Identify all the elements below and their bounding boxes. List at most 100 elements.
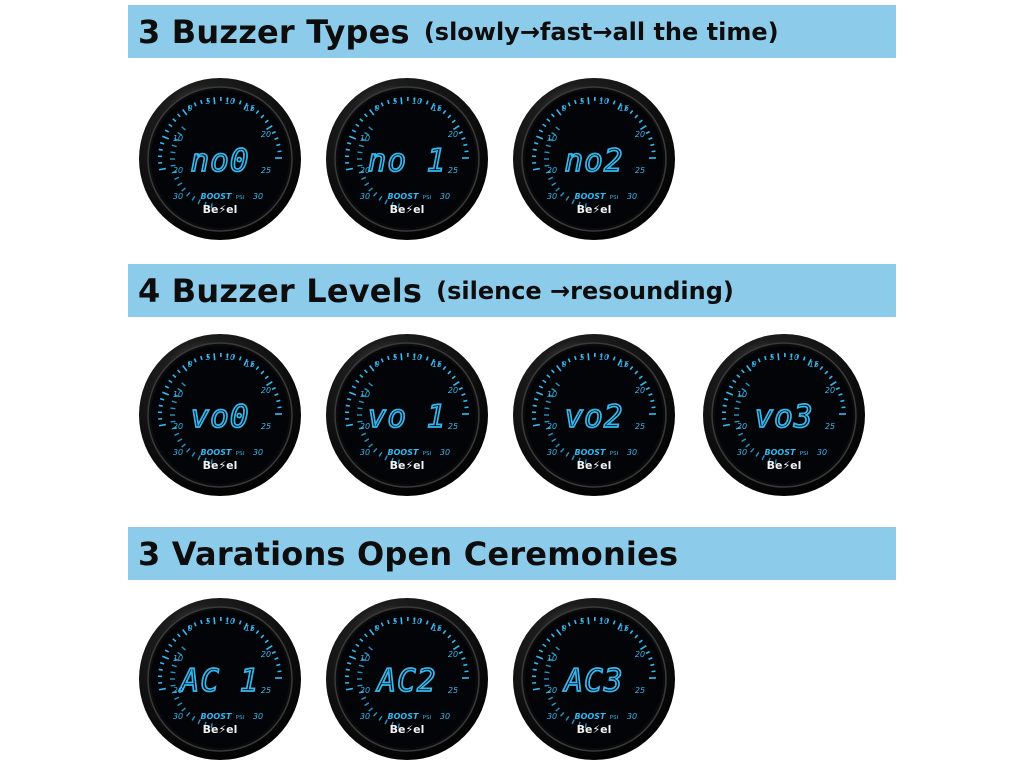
scale-label: 30 xyxy=(440,192,450,201)
scale-label: 25 xyxy=(448,422,458,431)
scale-label: 30 xyxy=(173,448,183,457)
scale-label: 10 xyxy=(789,353,799,362)
scale-label: 30 xyxy=(737,448,747,457)
scale-label: 10 xyxy=(173,134,183,143)
scale-label: 5 xyxy=(579,97,584,106)
scale-label: 30 xyxy=(547,192,557,201)
unit-label: PSI xyxy=(423,715,432,721)
scale-label: 20 xyxy=(173,686,183,695)
boost-label: BOOST xyxy=(575,448,606,457)
section-banner-open-ceremonies: 3 Varations Open Ceremonies xyxy=(128,527,896,580)
scale-label: 25 xyxy=(261,166,271,175)
scale-label: 5 xyxy=(392,617,397,626)
scale-label: 5 xyxy=(769,353,774,362)
scale-label: 20 xyxy=(737,422,747,431)
section-banner-buzzer-types: 3 Buzzer Types (slowly→fast→all the time… xyxy=(128,5,896,58)
scale-label: 15 xyxy=(245,624,255,633)
scale-label: 20 xyxy=(173,422,183,431)
scale-label: 10 xyxy=(412,353,422,362)
scale-label: 15 xyxy=(245,360,255,369)
section-title: 3 Buzzer Types xyxy=(138,12,410,51)
scale-label: 0 xyxy=(187,624,192,633)
scale-label: 25 xyxy=(261,686,271,695)
scale-label: 30 xyxy=(253,192,263,201)
unit-label: PSI xyxy=(610,451,619,457)
scale-label: 10 xyxy=(412,97,422,106)
lcd-readout: no2 xyxy=(565,143,624,179)
scale-label: 20 xyxy=(261,130,271,139)
scale-label: 20 xyxy=(635,130,645,139)
gauge-dial xyxy=(525,346,663,484)
section-title: 3 Varations Open Ceremonies xyxy=(138,534,679,573)
unit-label: PSI xyxy=(610,195,619,201)
gauge-dial xyxy=(338,90,476,228)
unit-label: PSI xyxy=(236,715,245,721)
scale-label: 10 xyxy=(599,97,609,106)
scale-label: 30 xyxy=(360,712,370,721)
gauge-dial xyxy=(151,346,289,484)
brand-logo: Be⚡el xyxy=(203,723,238,736)
boost-label: BOOST xyxy=(201,448,232,457)
gauge-dial xyxy=(338,346,476,484)
gauge-dial xyxy=(525,90,663,228)
scale-label: 0 xyxy=(751,360,756,369)
unit-label: PSI xyxy=(236,195,245,201)
scale-label: 30 xyxy=(547,712,557,721)
scale-label: 15 xyxy=(432,360,442,369)
gauge-dial xyxy=(338,610,476,748)
scale-label: 30 xyxy=(440,712,450,721)
gauge-dial xyxy=(151,610,289,748)
scale-label: 5 xyxy=(205,617,210,626)
scale-label: 25 xyxy=(261,422,271,431)
scale-label: 5 xyxy=(392,353,397,362)
scale-label: 30 xyxy=(440,448,450,457)
scale-label: 10 xyxy=(225,353,235,362)
scale-label: 30 xyxy=(627,448,637,457)
boost-label: BOOST xyxy=(388,712,419,721)
scale-label: 5 xyxy=(205,353,210,362)
scale-label: 10 xyxy=(599,617,609,626)
scale-label: 20 xyxy=(547,166,557,175)
scale-label: 20 xyxy=(360,422,370,431)
boost-label: BOOST xyxy=(201,712,232,721)
scale-label: 30 xyxy=(253,712,263,721)
unit-label: PSI xyxy=(610,715,619,721)
scale-label: 0 xyxy=(187,104,192,113)
gauge-dial xyxy=(151,90,289,228)
scale-label: 5 xyxy=(579,617,584,626)
scale-label: 30 xyxy=(173,192,183,201)
scale-label: 25 xyxy=(448,686,458,695)
scale-label: 0 xyxy=(561,104,566,113)
lcd-readout: vo2 xyxy=(565,399,624,435)
brand-logo: Be⚡el xyxy=(577,203,612,216)
lcd-readout: vo0 xyxy=(191,399,250,435)
brand-logo: Be⚡el xyxy=(577,459,612,472)
scale-label: 10 xyxy=(412,617,422,626)
lcd-readout: AC2 xyxy=(376,663,437,699)
scale-label: 0 xyxy=(374,624,379,633)
scale-label: 15 xyxy=(432,104,442,113)
scale-label: 30 xyxy=(817,448,827,457)
lcd-readout: no0 xyxy=(191,143,250,179)
section-subtitle: (silence →resounding) xyxy=(436,276,734,305)
unit-label: PSI xyxy=(423,451,432,457)
section-banner-buzzer-levels: 4 Buzzer Levels (silence →resounding) xyxy=(128,264,896,317)
scale-label: 10 xyxy=(547,654,557,663)
boost-label: BOOST xyxy=(575,712,606,721)
scale-label: 15 xyxy=(619,104,629,113)
scale-label: 5 xyxy=(579,353,584,362)
scale-label: 20 xyxy=(547,422,557,431)
